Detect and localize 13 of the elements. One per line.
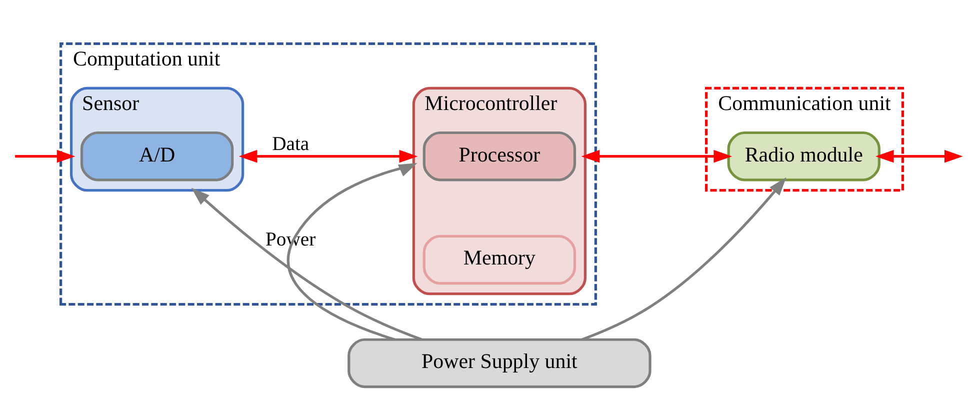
edge-label: Data bbox=[272, 132, 310, 155]
arrow bbox=[875, 150, 963, 163]
node-box: Processor bbox=[422, 131, 576, 182]
arrow bbox=[191, 188, 422, 341]
arrow bbox=[286, 162, 418, 341]
node-box: Radio module bbox=[727, 131, 880, 182]
node-box: A/D bbox=[80, 131, 234, 182]
arrow bbox=[15, 150, 76, 163]
arrow bbox=[581, 150, 732, 163]
node-box: Power Supply unit bbox=[348, 338, 652, 388]
arrow bbox=[238, 150, 418, 163]
arrow bbox=[581, 177, 786, 341]
node-box: Memory bbox=[422, 234, 576, 285]
